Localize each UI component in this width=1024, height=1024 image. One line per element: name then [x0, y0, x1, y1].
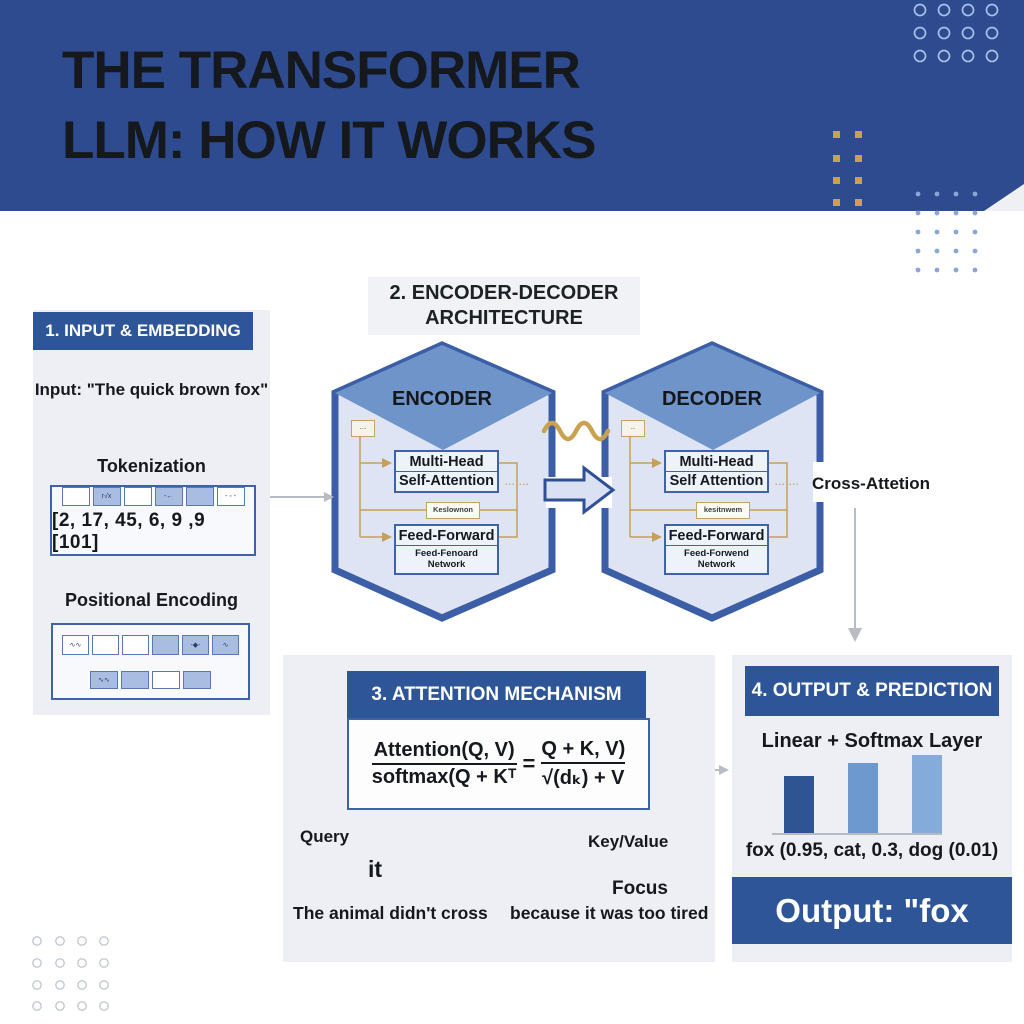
- prob-bar-dog: [912, 755, 942, 833]
- formula-denominator-left: softmax(Q + Kᵀ: [371, 766, 517, 789]
- token-cell: [183, 670, 211, 689]
- token-cell: [121, 670, 149, 689]
- decoder-ff-line1: Feed-Forward: [666, 526, 767, 546]
- token-cell: [92, 634, 119, 655]
- decoder-feedforward-block: Feed-Forward Feed-Forwend Network: [664, 524, 769, 575]
- formula-denominator-right: √(dₖ) + V: [542, 767, 625, 790]
- encoder-ff-line2: Feed-Fenoard Network: [415, 548, 478, 570]
- decoder-ff-line2: Feed-Forwend Network: [684, 548, 749, 570]
- keyvalue-label: Key/Value: [588, 832, 669, 851]
- attention-formula: Attention(Q, V) softmax(Q + Kᵀ = Q + K, …: [347, 718, 650, 810]
- section1-header: 1. INPUT & EMBEDDING: [33, 312, 253, 350]
- decor-circle-grid-bottom-left: [32, 936, 109, 1011]
- token-cell: ∿: [212, 634, 239, 655]
- token-cell: [185, 487, 214, 506]
- decoder-left-notch: [598, 477, 612, 508]
- formula-left-fraction: Attention(Q, V) softmax(Q + Kᵀ: [371, 738, 517, 790]
- it-token-label: it: [368, 856, 383, 882]
- formula-numerator-left: Attention(Q, V): [373, 738, 515, 761]
- arrowhead-cross-to-output: [848, 628, 862, 642]
- arrowhead-formula-to-output: [719, 765, 729, 775]
- decoder-arrowhead-1: [652, 458, 662, 468]
- page-title-line1: THE TRANSFORMER: [62, 41, 581, 100]
- token-ids: [2, 17, 45, 6, 9 ,9 [101]: [52, 510, 206, 553]
- focus-label: Focus: [612, 878, 668, 899]
- token-cell: ∿∿: [62, 634, 89, 655]
- encoder-input-dots: ...: [351, 420, 375, 437]
- tokenization-label: Tokenization: [97, 456, 206, 476]
- encoder-attn-line2: Self-Attention: [398, 473, 495, 489]
- encoder-decoder-wave-connector: [541, 420, 611, 442]
- token-cell: [61, 487, 90, 506]
- token-cell: [152, 634, 179, 655]
- probability-text: fox (0.95, cat, 0.3, dog (0.01): [745, 840, 999, 861]
- decoder-residual-block: kesitnwem: [696, 502, 750, 519]
- encoder-ff-line1: Feed-Forward: [396, 526, 497, 546]
- token-cell: [122, 634, 149, 655]
- token-cell: [152, 670, 180, 689]
- token-cell: ∿∿: [90, 670, 118, 689]
- section4-header: 4. OUTPUT & PREDICTION: [745, 666, 999, 716]
- decoder-label: DECODER: [661, 388, 762, 410]
- sentence-left: The animal didn't cross: [293, 903, 488, 923]
- token-cell: -←: [154, 487, 183, 506]
- decoder-ellipsis: ... ...: [775, 477, 800, 487]
- section3-header: 3. ATTENTION MECHANISM: [347, 671, 646, 718]
- token-cells: r√x -← - ◦ -: [61, 487, 245, 506]
- encoder-to-decoder-arrow: [543, 464, 616, 516]
- prob-bar-fox: [784, 776, 814, 833]
- query-label: Query: [300, 827, 350, 846]
- decoder-attn-line1: Multi-Head: [666, 452, 767, 472]
- tokenization-box: r√x -← - ◦ - [2, 17, 45, 6, 9 ,9 [101]: [50, 485, 256, 556]
- encoder-label: ENCODER: [391, 388, 492, 410]
- positional-row1: ∿∿ -◆-∿: [62, 634, 239, 655]
- token-cell: - ◦ -: [216, 487, 245, 506]
- decoder-attn-line2: Self Attention: [669, 473, 764, 489]
- page-title-line2: LLM: HOW IT WORKS: [62, 111, 596, 170]
- formula-equals: =: [522, 751, 536, 776]
- decoder-input-dots: ..: [621, 420, 645, 437]
- encoder-arrowhead-2: [382, 532, 392, 542]
- output-banner: Output: "fox: [732, 877, 1012, 944]
- encoder-attn-line1: Multi-Head: [396, 452, 497, 472]
- encoder-feedforward-block: Feed-Forward Feed-Fenoard Network: [394, 524, 499, 575]
- probability-bar-chart: [772, 753, 942, 835]
- header-banner: [0, 0, 1024, 211]
- arrowhead-token-to-encoder: [324, 492, 334, 502]
- input-sentence: Input: "The quick brown fox": [34, 380, 269, 399]
- encoder-residual-block: Keslownon: [426, 502, 480, 519]
- token-cell: r√x: [92, 487, 121, 506]
- section2-title: 2. ENCODER-DECODER ARCHITECTURE: [368, 277, 640, 335]
- encoder-attention-block: Multi-Head Self-Attention: [394, 450, 499, 493]
- positional-encoding-label: Positional Encoding: [64, 590, 238, 610]
- positional-encoding-box: ∿∿ -◆-∿ ∿∿: [51, 623, 250, 700]
- positional-row2: ∿∿: [90, 670, 211, 689]
- decoder-attention-block: Multi-Head Self Attention: [664, 450, 769, 493]
- encoder-arrowhead-1: [382, 458, 392, 468]
- sentence-right: because it was too tired: [510, 903, 709, 923]
- cross-attention-label: Cross-Attetion: [812, 474, 931, 493]
- token-cell: -◆-: [182, 634, 209, 655]
- decoder-arrowhead-2: [652, 532, 662, 542]
- formula-right-fraction: Q + K, V) √(dₖ) + V: [541, 737, 626, 791]
- token-cell: [123, 487, 152, 506]
- prob-bar-cat: [848, 763, 878, 833]
- linear-softmax-label: Linear + Softmax Layer: [761, 730, 983, 752]
- formula-numerator-right: Q + K, V): [541, 737, 626, 760]
- encoder-right-notch: [546, 477, 560, 508]
- encoder-ellipsis: ... ...: [505, 477, 530, 487]
